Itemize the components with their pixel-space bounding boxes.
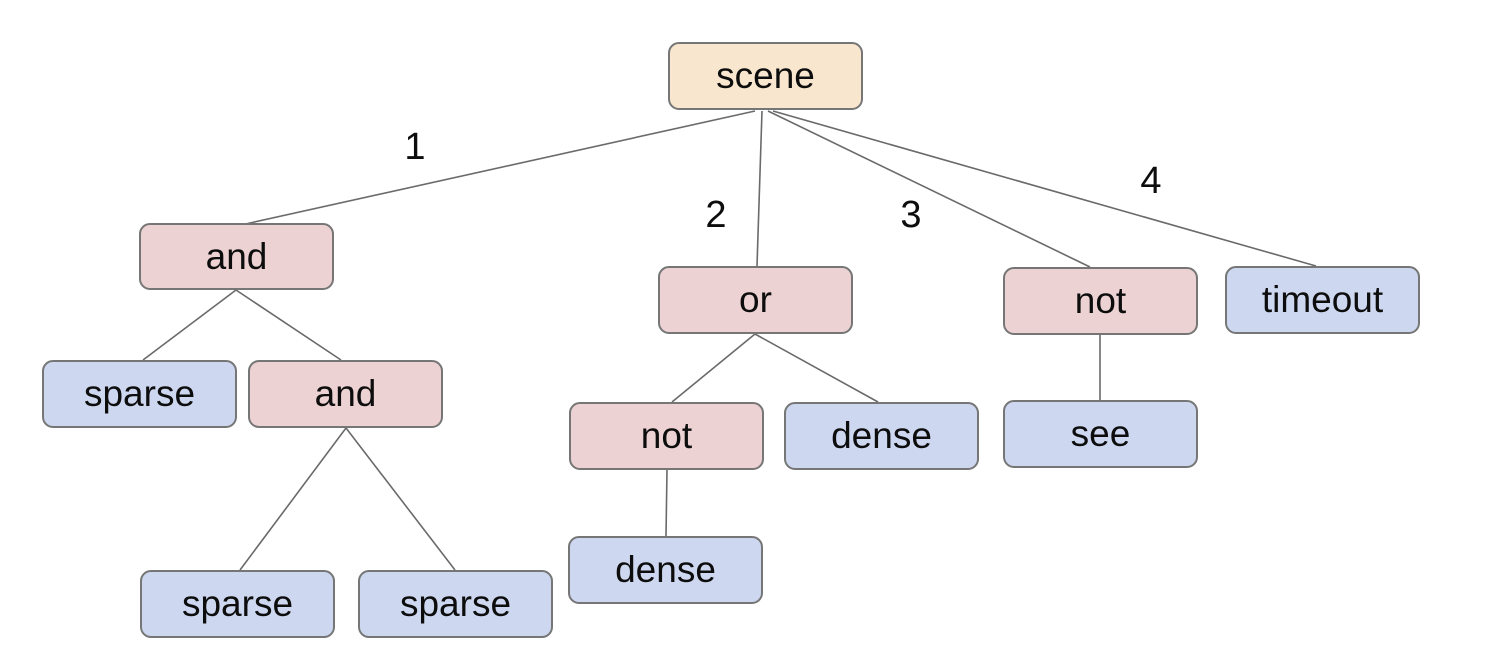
edge-and-2-to-sparse-3 (345, 427, 456, 571)
edge-label-4: 4 (1140, 160, 1162, 202)
node-not-2: not (569, 402, 764, 470)
node-and-1: and (139, 223, 334, 290)
edge-label-2: 2 (705, 194, 727, 236)
node-or: or (658, 266, 853, 334)
edge-scene-to-not-1 (767, 110, 1091, 268)
node-scene: scene (668, 42, 863, 110)
edge-label-1: 1 (404, 126, 426, 168)
node-and-2: and (248, 360, 443, 428)
node-sparse-1: sparse (42, 360, 237, 428)
edge-or-to-not-2 (671, 333, 756, 403)
edge-and-1-to-sparse-1 (142, 289, 237, 361)
edge-scene-to-timeout (772, 110, 1317, 267)
node-not-1: not (1003, 267, 1198, 335)
edge-scene-to-and-1 (240, 110, 756, 226)
edge-not-2-to-dense-2 (665, 469, 668, 537)
edge-and-2-to-sparse-2 (239, 427, 347, 571)
node-sparse-2: sparse (140, 570, 335, 638)
edge-or-to-dense-1 (754, 333, 879, 403)
node-sparse-3: sparse (358, 570, 553, 638)
node-see: see (1003, 400, 1198, 468)
node-timeout: timeout (1225, 266, 1420, 334)
node-dense-1: dense (784, 402, 979, 470)
edge-label-3: 3 (900, 194, 922, 236)
edge-and-1-to-and-2 (235, 289, 342, 361)
node-dense-2: dense (568, 536, 763, 604)
edge-scene-to-or (756, 110, 763, 267)
